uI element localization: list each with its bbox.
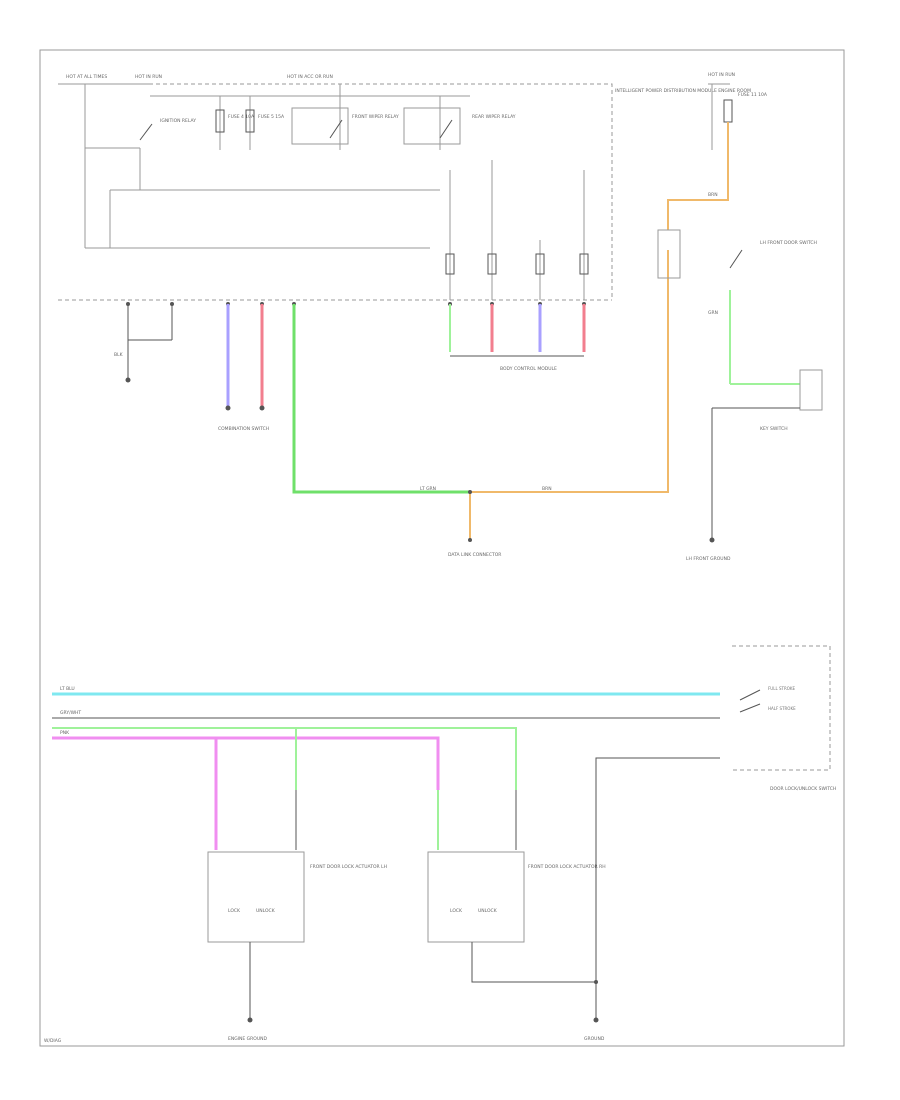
front-wiper-relay-label: FRONT WIPER RELAY	[352, 114, 399, 120]
body-control-label: BODY CONTROL MODULE	[500, 366, 557, 372]
lock-label-lh: LOCK	[228, 908, 241, 914]
key-switch-label: KEY SWITCH	[760, 426, 788, 432]
wire-ltgrn-bottom	[52, 727, 517, 790]
engine-ground-left: BLK	[114, 304, 173, 383]
wire-pnk-bottom	[52, 736, 440, 790]
wire-orange-label: BRN	[708, 192, 718, 198]
wire-grywht-label: GRY/WHT	[60, 710, 81, 716]
actuator-lh-label: FRONT DOOR LOCK ACTUATOR LH	[310, 864, 387, 870]
lh-front-door-switch: LH FRONT DOOR SWITCH GRN	[657, 229, 817, 385]
wiper-motor-leads: BODY CONTROL MODULE	[449, 304, 586, 372]
data-link-label: DATA LINK CONNECTOR	[448, 552, 501, 558]
wire-ltgrn-label: LT GRN	[420, 486, 436, 492]
full-stroke-label: FULL STROKE	[768, 686, 795, 691]
fuse-a: FUSE 4 10A	[215, 109, 255, 133]
ignition-relay: IGNITION RELAY	[139, 118, 196, 141]
ipdm-module: HOT AT ALL TIMES HOT IN RUN HOT IN ACC O…	[58, 74, 751, 301]
front-door-lock-actuator-rh: FRONT DOOR LOCK ACTUATOR RH LOCK UNLOCK	[427, 790, 606, 983]
wire-ltblu-label: LT BLU	[60, 686, 75, 692]
fuse-b: FUSE 5 15A	[245, 109, 285, 133]
lh-ground-label: LH FRONT GROUND	[686, 556, 731, 562]
hot-at-all-times-label: HOT AT ALL TIMES	[66, 74, 107, 80]
combination-switch-label: COMBINATION SWITCH	[218, 426, 269, 432]
ignition-relay-label: IGNITION RELAY	[160, 118, 196, 124]
door-switch-label: LH FRONT DOOR SWITCH	[760, 240, 817, 246]
wire-blk-label-1: BLK	[114, 352, 124, 358]
unlock-label-lh: UNLOCK	[256, 908, 276, 914]
hot-in-run-label: HOT IN RUN	[135, 74, 162, 80]
wire-switch-ground	[595, 757, 720, 1020]
right-power-feed: HOT IN RUN FUSE 11 10A BRN	[667, 72, 768, 230]
door-lock-unlock-switch: DOOR LOCK/UNLOCK SWITCH FULL STROKE HALF…	[732, 645, 836, 792]
wire-ltgrn-data	[292, 304, 470, 494]
rear-wiper-relay: REAR WIPER RELAY	[403, 107, 516, 145]
diagram-border	[39, 49, 845, 1047]
fuse-a-label: FUSE 4 10A	[228, 114, 255, 120]
wire-brn-label: BRN	[542, 486, 552, 492]
door-lock-unlock-label: DOOR LOCK/UNLOCK SWITCH	[770, 786, 836, 792]
rear-wiper-relay-label: REAR WIPER RELAY	[472, 114, 516, 120]
actuator-rh-label: FRONT DOOR LOCK ACTUATOR RH	[528, 864, 606, 870]
lock-label-rh: LOCK	[450, 908, 463, 914]
ipdm-label: INTELLIGENT POWER DISTRIBUTION MODULE EN…	[615, 88, 751, 94]
key-switch: KEY SWITCH LH FRONT GROUND	[686, 369, 823, 562]
wire-brn-data	[470, 250, 669, 493]
front-wiper-relay: FRONT WIPER RELAY	[291, 107, 399, 145]
unlock-label-rh: UNLOCK	[478, 908, 498, 914]
wire-grn-label: GRN	[708, 310, 718, 316]
page-id: W/DIAG	[44, 1038, 62, 1044]
wire-pnk-label: PNK	[60, 730, 70, 736]
ground-label: GROUND	[584, 1036, 605, 1042]
fuse-right-label: FUSE 11 10A	[738, 92, 768, 98]
fuse-b-label: FUSE 5 15A	[258, 114, 285, 120]
ipdm-connector-row	[126, 302, 586, 306]
hot-in-acc-label: HOT IN ACC OR RUN	[287, 74, 333, 80]
front-door-lock-actuator-lh: FRONT DOOR LOCK ACTUATOR LH LOCK UNLOCK …	[207, 728, 387, 1042]
half-stroke-label: HALF STROKE	[768, 706, 796, 711]
hot-run-right-label: HOT IN RUN	[708, 72, 735, 78]
engine-ground-label: ENGINE GROUND	[228, 1036, 267, 1042]
